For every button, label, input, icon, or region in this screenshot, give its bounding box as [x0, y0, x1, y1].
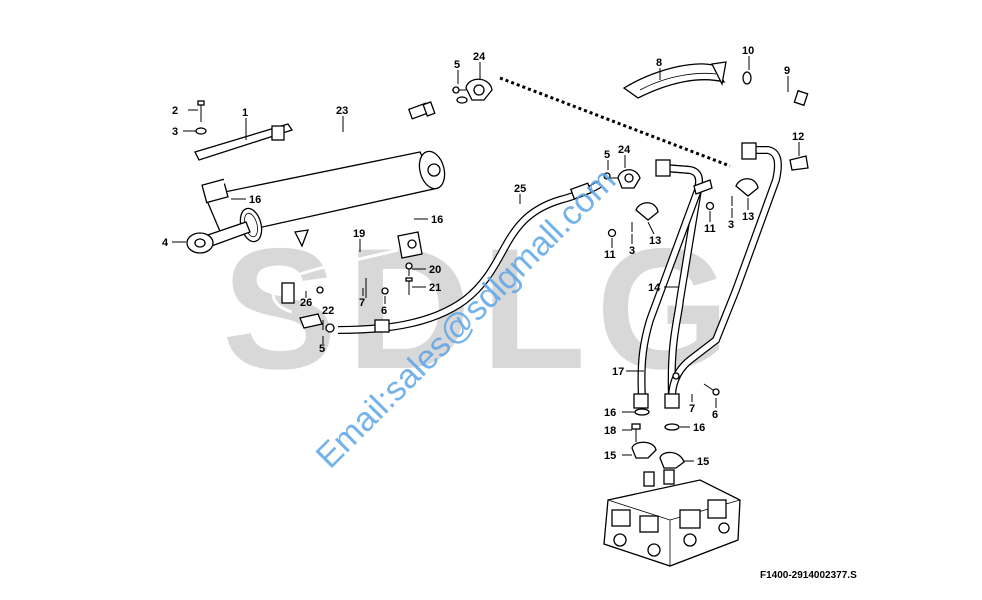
- callout-16: 16: [249, 194, 261, 206]
- pipe-end-left: [633, 393, 649, 409]
- control-valve: [603, 469, 741, 567]
- callout-24: 24: [618, 144, 631, 156]
- washer-10: [742, 71, 752, 85]
- bracket-1: [194, 123, 294, 161]
- callout-4: 4: [162, 237, 169, 249]
- washer-3: [195, 127, 207, 135]
- callout-26: 26: [300, 297, 312, 309]
- callout-1: 1: [242, 107, 248, 119]
- callout-5: 5: [604, 149, 610, 161]
- pipe-end-right: [664, 393, 680, 409]
- callout-13: 13: [742, 211, 754, 223]
- callout-3: 3: [172, 126, 178, 138]
- clamp-15-left: [631, 441, 657, 459]
- callout-3: 3: [629, 245, 635, 257]
- callout-22: 22: [322, 305, 334, 317]
- callout-9: 9: [784, 65, 790, 77]
- hydraulic-cylinder: [186, 150, 446, 254]
- pipe-17: [637, 164, 703, 399]
- clamp-13-left: [607, 202, 659, 238]
- callout-11: 11: [704, 223, 716, 235]
- block-19: [271, 231, 423, 314]
- hose-23: [211, 101, 436, 188]
- bolt-18: [631, 423, 641, 442]
- callout-23: 23: [336, 105, 348, 117]
- leader-lines: [172, 56, 800, 462]
- clip-12: [789, 155, 809, 171]
- clamp-15-right: [659, 451, 685, 469]
- drawing-code: F1400-2914002377.S: [760, 570, 857, 581]
- dotted-connector: [499, 76, 731, 168]
- seal-16-right: [664, 423, 680, 431]
- hose-25: [337, 180, 603, 334]
- callout-15: 15: [604, 450, 616, 462]
- callout-5: 5: [319, 343, 325, 355]
- callout-21: 21: [429, 282, 441, 294]
- callout-6: 6: [712, 409, 718, 421]
- clamp-13-right: [693, 178, 759, 211]
- screws-lower-left: [299, 262, 413, 333]
- callout-15: 15: [697, 456, 709, 468]
- clamp-24-middle: [603, 169, 641, 189]
- callout-6: 6: [381, 305, 387, 317]
- bolt-9: [751, 81, 809, 107]
- callout-8: 8: [656, 57, 662, 69]
- callout-5: 5: [454, 59, 460, 71]
- callout-10: 10: [742, 45, 754, 57]
- callout-12: 12: [792, 131, 804, 143]
- callout-20: 20: [429, 264, 441, 276]
- flange-14: [655, 159, 671, 177]
- callout-3: 3: [728, 219, 734, 231]
- callout-7: 7: [689, 403, 695, 415]
- callout-labels: 1 2 3 4 5 24 23 16 16 19 20 21 7 6 26 22…: [162, 45, 804, 468]
- screw-6-right: [672, 372, 720, 396]
- callout-13: 13: [649, 235, 661, 247]
- seal-16-left: [634, 408, 650, 416]
- callout-19: 19: [353, 228, 365, 240]
- callout-18: 18: [604, 425, 616, 437]
- callout-16: 16: [431, 214, 443, 226]
- callout-24: 24: [473, 51, 486, 63]
- clamp-24-top: [452, 78, 493, 104]
- bolt-2: [197, 100, 205, 122]
- callout-2: 2: [172, 105, 178, 117]
- callout-16: 16: [604, 407, 616, 419]
- callout-16: 16: [693, 422, 705, 434]
- flange-12-side: [741, 142, 757, 160]
- callout-17: 17: [612, 366, 624, 378]
- bracket-8: [622, 61, 727, 99]
- callout-25: 25: [514, 183, 526, 195]
- callout-7: 7: [359, 297, 365, 309]
- callout-11: 11: [604, 249, 616, 261]
- callout-14: 14: [648, 282, 661, 294]
